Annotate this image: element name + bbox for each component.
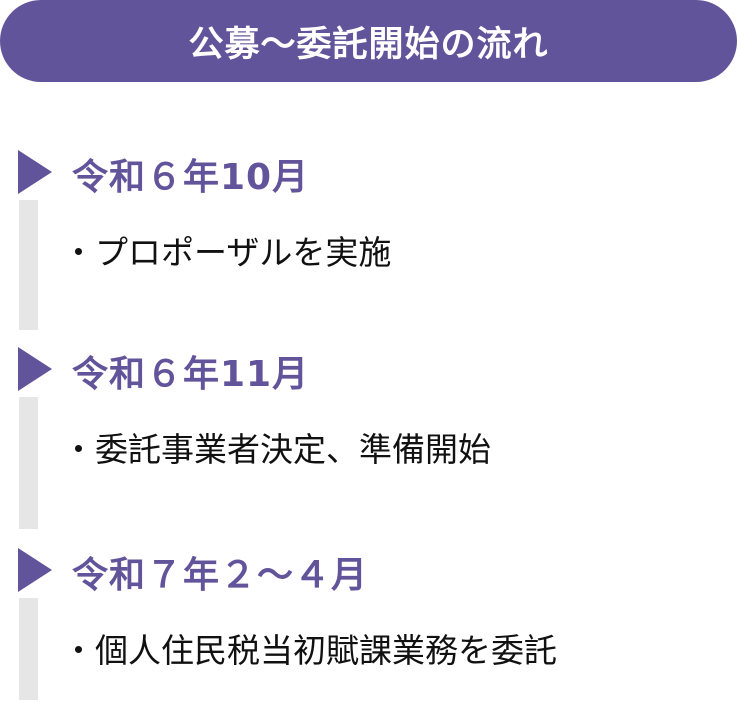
- arrow-marker-icon: [18, 347, 52, 391]
- timeline-segment: [19, 200, 38, 330]
- step-item: ・プロポーザルを実施: [62, 233, 392, 272]
- title-banner: 公募～委託開始の流れ: [0, 0, 737, 82]
- step-date: 令和６年10月: [72, 157, 310, 198]
- step-date: 令和６年11月: [72, 354, 310, 395]
- timeline-segment: [19, 397, 38, 529]
- timeline-segment: [19, 598, 38, 700]
- arrow-marker-icon: [18, 548, 52, 592]
- step-date: 令和７年２～４月: [72, 555, 369, 596]
- step-item: ・個人住民税当初賦課業務を委託: [62, 631, 557, 670]
- step-item: ・委託事業者決定、準備開始: [62, 430, 491, 469]
- arrow-marker-icon: [18, 150, 52, 194]
- title: 公募～委託開始の流れ: [188, 24, 549, 65]
